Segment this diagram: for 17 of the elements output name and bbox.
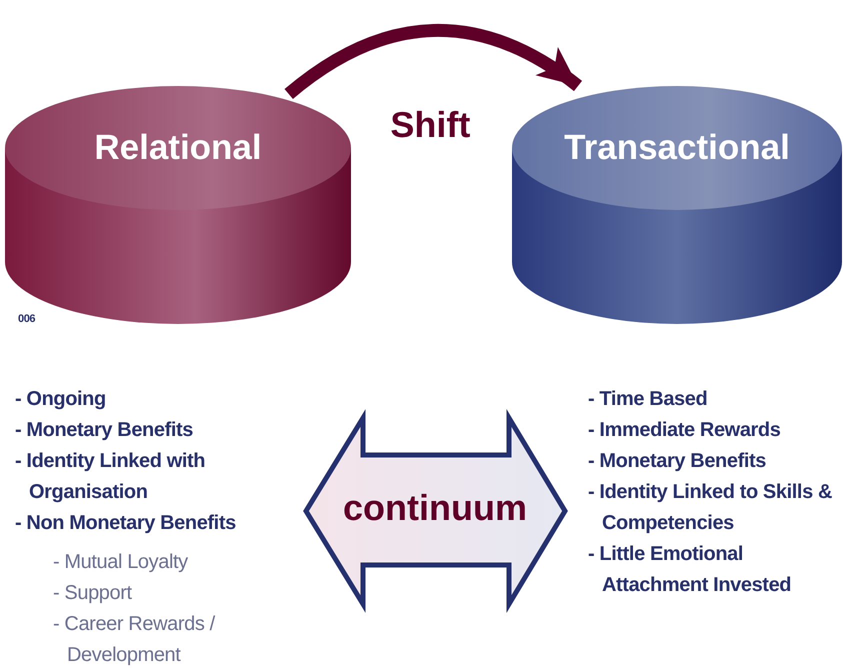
list-item: - Mutual Loyalty (53, 550, 189, 575)
cylinder-title: Relational (94, 128, 262, 168)
list-item: - Career Rewards / Development (53, 612, 216, 668)
code-label: 006 (18, 312, 36, 326)
list-item: - Time Based (588, 387, 708, 412)
list-item: - Monetary Benefits (588, 449, 767, 474)
list-item: - Little Emotional Attachment Invested (588, 542, 792, 598)
curved-arrow (284, 24, 582, 100)
list-item: - Identity Linked to Skills & Competencies (588, 480, 833, 536)
list-item: - Ongoing (15, 387, 107, 412)
arrow-label: continuum (343, 487, 527, 529)
list-item: - Non Monetary Benefits (15, 511, 237, 536)
list-item: - Monetary Benefits (15, 418, 194, 443)
list-item: - Identity Linked with Organisation (15, 449, 206, 505)
list-item: - Support (53, 581, 133, 606)
list-item: - Immediate Rewards (588, 418, 782, 443)
cylinder-title: Transactional (564, 128, 790, 168)
